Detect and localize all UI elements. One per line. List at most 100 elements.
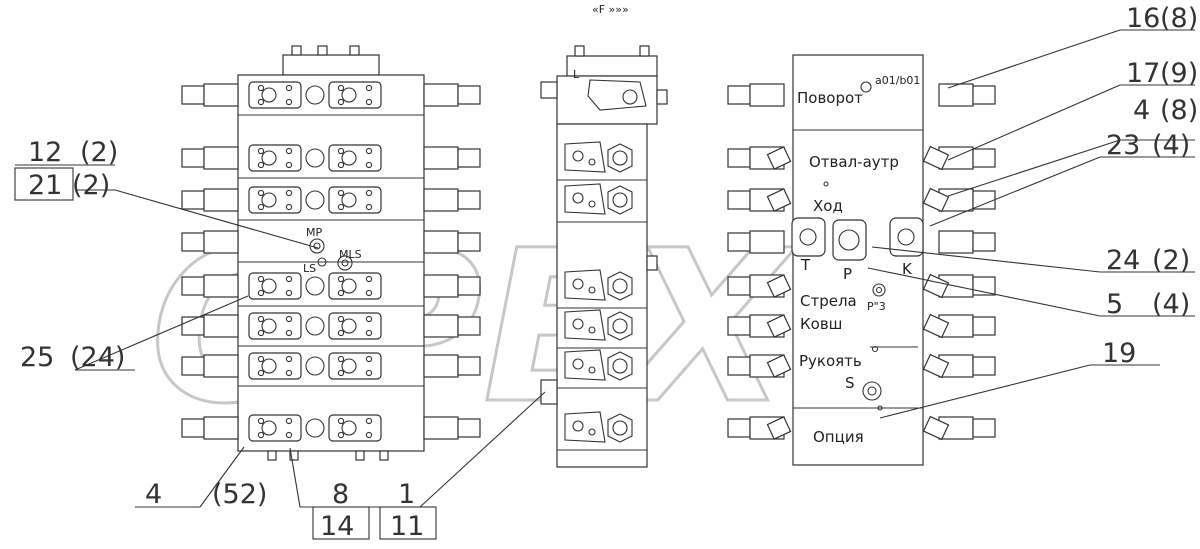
port-label-p3: P"3 <box>867 300 886 313</box>
bolt <box>365 203 373 211</box>
bolt <box>257 329 265 337</box>
spool-cap <box>203 146 239 170</box>
callout-17: 17 <box>1126 58 1160 89</box>
callout-8: 8 <box>332 479 349 510</box>
flange <box>328 352 382 380</box>
callout-16-qty: (8) <box>1160 3 1198 34</box>
pilot-fitting <box>766 314 792 338</box>
bolt <box>588 200 596 208</box>
spool-end <box>181 85 205 105</box>
mid-valve-section <box>557 183 647 223</box>
port <box>261 318 277 334</box>
section-label-opciya: Опция <box>813 428 864 446</box>
spool-cap <box>423 274 459 298</box>
bolt <box>257 417 265 425</box>
bolt <box>588 326 596 334</box>
port <box>612 150 628 166</box>
bolt <box>257 355 265 363</box>
pilot-fitting <box>922 353 950 379</box>
pilot-fitting <box>922 313 950 339</box>
flange <box>328 414 382 442</box>
right-valve-section <box>727 313 996 339</box>
bolt <box>365 369 373 377</box>
right-valve-view: a01/b01 T P K P"3 S Поворот Отвал-аутр Х… <box>727 54 996 466</box>
spool-cap <box>203 274 239 298</box>
bolt <box>365 315 373 323</box>
callout-12-qty: (2) <box>80 137 118 168</box>
spool-cap <box>203 354 239 378</box>
port-label-ls: LS <box>303 262 316 275</box>
section-label-povorot: Поворот <box>797 89 863 107</box>
left-valve-section <box>181 312 481 347</box>
port <box>261 192 277 208</box>
port-label-mls: MLS <box>339 248 362 261</box>
spool-end <box>972 316 996 336</box>
bolt <box>365 98 373 106</box>
callout-5-qty: (4) <box>1152 289 1190 320</box>
leader-lines <box>14 29 1195 540</box>
bolt <box>257 369 265 377</box>
spool-cap <box>203 188 239 212</box>
center-port <box>305 276 325 296</box>
bolt <box>588 428 596 436</box>
pilot-fitting <box>766 274 792 298</box>
hex-port <box>607 311 633 341</box>
spool-end <box>457 148 481 168</box>
spool-cap <box>203 83 239 107</box>
bolt <box>337 315 345 323</box>
bolt <box>257 189 265 197</box>
bolt <box>337 275 345 283</box>
bolt <box>337 329 345 337</box>
left-valve-section <box>181 230 481 263</box>
bolt <box>365 329 373 337</box>
section-label-rukoyat: Рукоять <box>799 352 862 370</box>
section-label-otval: Отвал-аутр <box>809 153 899 171</box>
callout-1: 1 <box>398 479 415 510</box>
flange <box>248 352 302 380</box>
flange <box>328 81 382 109</box>
spool-cap <box>423 314 459 338</box>
port <box>261 87 277 103</box>
port-label-hod-p: P <box>843 265 852 283</box>
bolt <box>337 189 345 197</box>
bolt <box>588 366 596 374</box>
bolt <box>257 431 265 439</box>
bolt <box>337 203 345 211</box>
bolt <box>365 355 373 363</box>
right-valve-section <box>727 353 996 379</box>
spool-cap <box>203 314 239 338</box>
spool-end <box>457 316 481 336</box>
flange <box>248 272 302 300</box>
flange <box>564 309 606 341</box>
left-valve-section <box>181 186 481 221</box>
section-label-strela: Стрела <box>800 292 857 310</box>
spool-end <box>181 276 205 296</box>
spool-cap <box>203 230 239 254</box>
spool-cap <box>423 146 459 170</box>
spool-end <box>727 316 751 336</box>
spool-cap <box>749 230 785 254</box>
bolt <box>285 161 293 169</box>
section-label-hod: Ход <box>813 197 843 215</box>
flange <box>248 414 302 442</box>
left-valve-view: MP LS MLS <box>181 45 481 461</box>
right-valve-section <box>727 145 996 171</box>
bolt <box>257 275 265 283</box>
mid-valve-section <box>557 349 647 389</box>
port-label-a01b01: a01/b01 <box>875 74 920 87</box>
bolt <box>257 98 265 106</box>
bolt <box>285 431 293 439</box>
callout-17-qty: (9) <box>1160 58 1198 89</box>
callout-5: 5 <box>1106 289 1123 320</box>
bolt <box>257 289 265 297</box>
spool-end <box>727 418 751 438</box>
spool-end <box>727 356 751 376</box>
center-port <box>305 190 325 210</box>
spool-cap <box>203 416 239 440</box>
callout-25: 25 <box>20 342 54 373</box>
left-valve-section <box>181 272 481 307</box>
bolt <box>285 417 293 425</box>
bolt <box>365 147 373 155</box>
flange <box>564 141 606 173</box>
